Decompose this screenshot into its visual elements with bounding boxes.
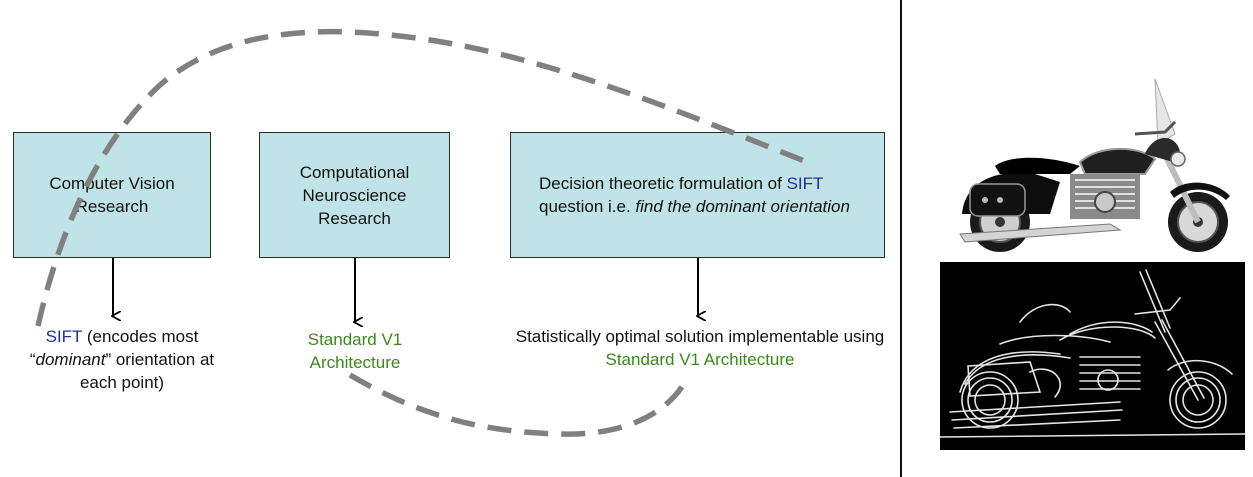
sift-output-quote-close: ” <box>105 350 112 369</box>
decision-theoretic-text: Decision theoretic formulation of SIFT q… <box>539 172 869 218</box>
decision-mid-text: question i.e. <box>539 197 636 216</box>
vertical-divider <box>900 0 902 477</box>
decision-pre-text: Decision theoretic formulation of <box>539 174 787 193</box>
optimal-solution-green-text: Standard V1 Architecture <box>605 350 795 369</box>
dashed-curve-upper <box>35 28 814 327</box>
decision-sift-text: SIFT <box>786 174 824 193</box>
sift-output-text1: (encodes most <box>82 327 199 346</box>
computational-neuroscience-box: Computational Neuroscience Research <box>259 132 450 258</box>
sift-output-text2: orientation at each point) <box>79 350 215 392</box>
decision-italic-text: find the dominant orientation <box>635 197 850 216</box>
standard-v1-output-label: Standard V1 Architecture <box>285 328 425 374</box>
sift-output-dominant: dominant <box>35 350 106 369</box>
optimal-solution-output-label: Statistically optimal solution implement… <box>505 325 895 371</box>
computational-neuroscience-text: Computational Neuroscience Research <box>299 162 410 228</box>
computer-vision-research-text: Computer Vision Research <box>49 174 175 216</box>
optimal-solution-text: Statistically optimal solution implement… <box>515 327 885 346</box>
sift-output-sift: SIFT <box>45 327 83 346</box>
motorcycle-edge-map <box>940 262 1245 450</box>
computer-vision-research-box: Computer Vision Research <box>13 132 211 258</box>
dashed-curve-lower <box>348 372 689 437</box>
standard-v1-output-text: Standard V1 Architecture <box>307 330 403 372</box>
motorcycle-photo <box>940 74 1245 259</box>
decision-theoretic-box: Decision theoretic formulation of SIFT q… <box>510 132 885 258</box>
sift-output-label: SIFT (encodes most “dominant” orientation… <box>22 325 222 394</box>
sift-output-quote-open: “ <box>29 350 36 369</box>
